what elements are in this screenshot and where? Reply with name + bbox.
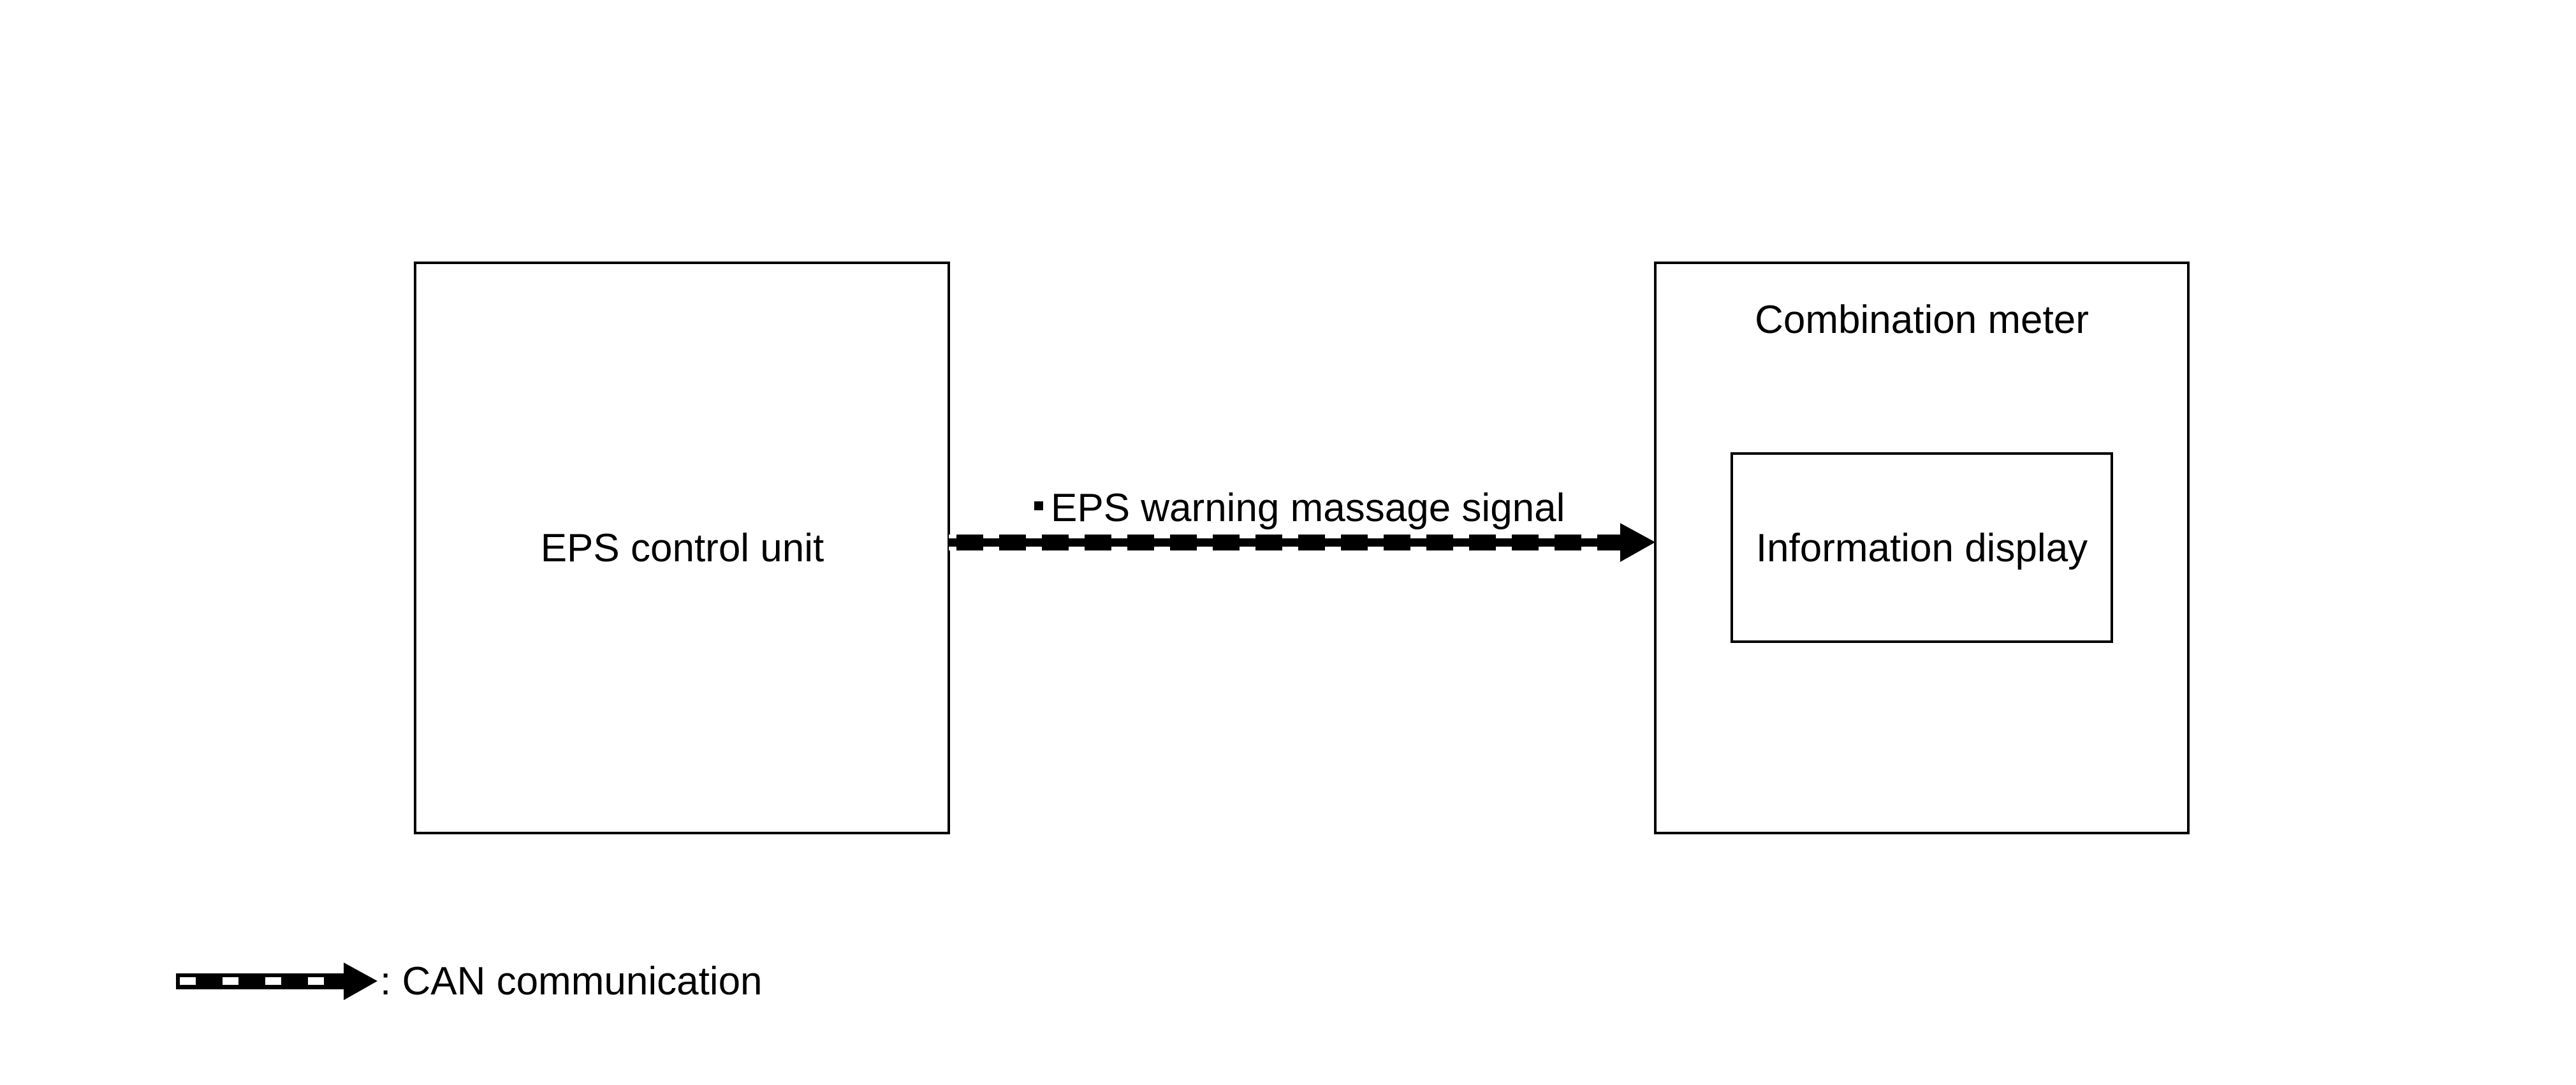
arrowhead-icon [1620, 523, 1655, 562]
legend-can-line [176, 973, 345, 989]
bullet-icon [1034, 501, 1043, 510]
legend: : CAN communication [176, 959, 763, 1003]
signal-label: EPS warning massage signal [1034, 486, 1565, 530]
combination-meter-block: Combination meter [1654, 262, 2190, 834]
eps-control-unit-block: EPS control unit [414, 262, 950, 834]
legend-label: : CAN communication [380, 959, 763, 1003]
signal-label-text: EPS warning massage signal [1051, 486, 1565, 530]
can-line [949, 535, 1621, 550]
information-display-block: Information display [1731, 452, 2113, 643]
legend-arrowhead-icon [344, 963, 377, 1000]
combination-meter-label: Combination meter [1755, 298, 2089, 342]
eps-control-unit-label: EPS control unit [541, 526, 824, 570]
information-display-label: Information display [1756, 526, 2088, 570]
can-signal-arrow [949, 523, 1655, 562]
